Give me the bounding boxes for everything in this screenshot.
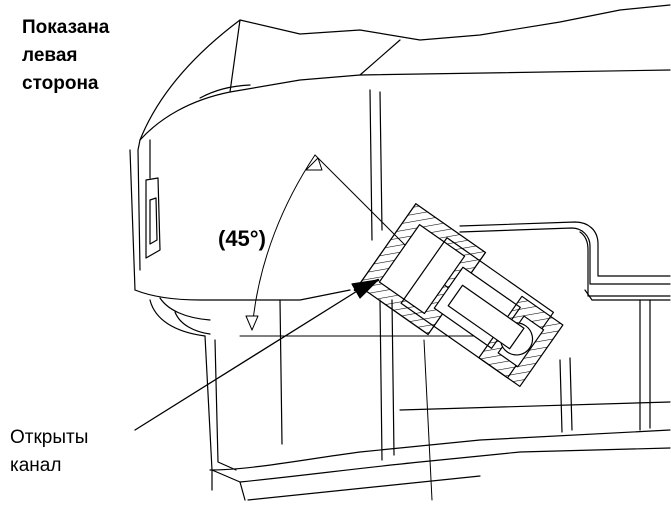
side-note-line-2: левая: [22, 45, 78, 66]
valve-section: [357, 203, 564, 388]
callout-line-1: Открыты: [10, 427, 89, 448]
channel-outline: [459, 221, 671, 301]
open-channel-callout: Открыты канал: [10, 424, 88, 480]
angle-label: (45°): [218, 226, 266, 251]
body-outline: [129, 4, 671, 291]
side-note-line-1: Показана: [22, 17, 110, 38]
callout-leader: [134, 278, 380, 431]
callout-line-2: канал: [10, 455, 62, 476]
side-note-label: Показана левая сторона: [22, 14, 109, 98]
body-lower: [134, 289, 671, 501]
side-note-line-3: сторона: [22, 73, 99, 94]
